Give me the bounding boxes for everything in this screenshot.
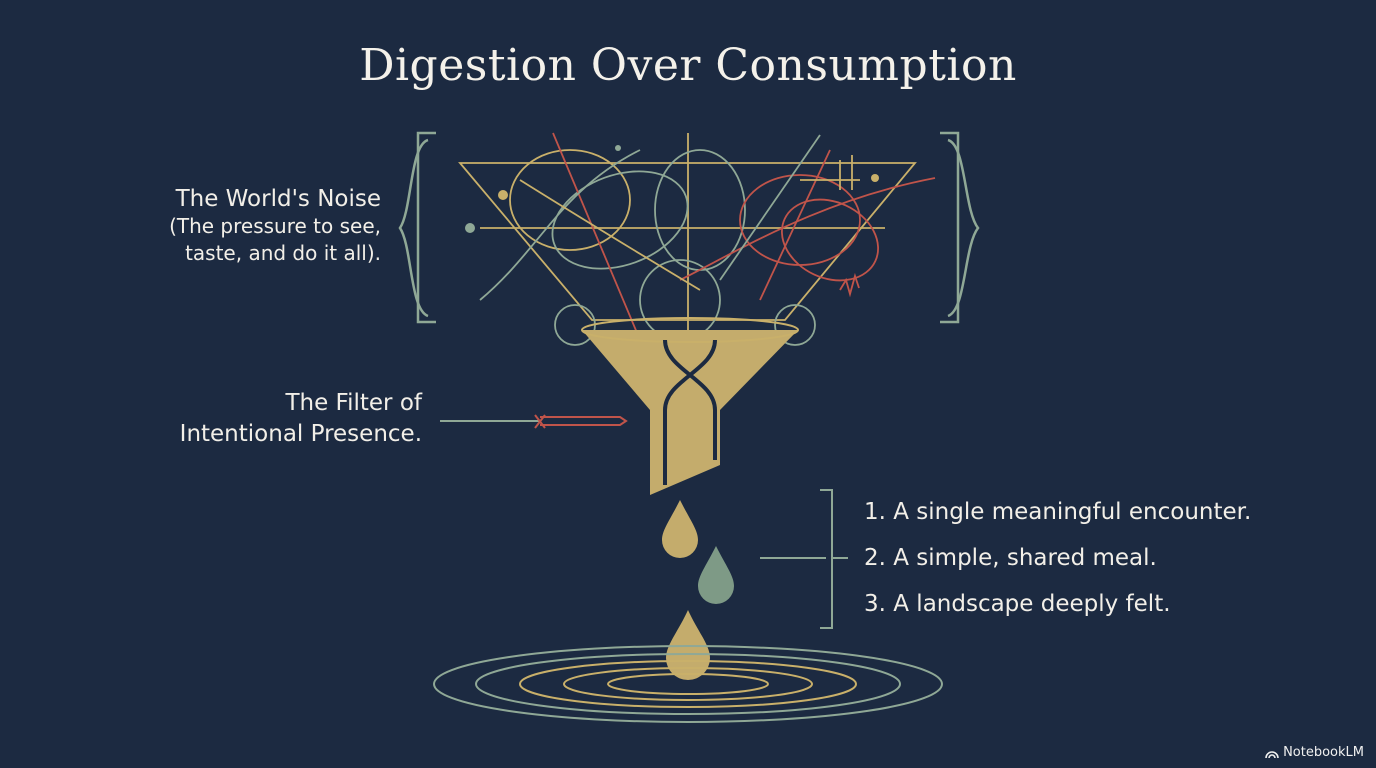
- drops-icon: [662, 500, 734, 680]
- page-title: Digestion Over Consumption: [359, 40, 1017, 91]
- noise-heading: The World's Noise: [175, 186, 381, 212]
- ripples-icon: [433, 645, 943, 723]
- outcome-item: 2. A simple, shared meal.: [864, 545, 1157, 571]
- outcomes-list: 1. A single meaningful encounter. 2. A s…: [864, 496, 1251, 634]
- notebooklm-logo-icon: [1265, 750, 1279, 758]
- noise-label: The World's Noise (The pressure to see, …: [169, 186, 381, 267]
- outcome-item: 3. A landscape deeply felt.: [864, 591, 1171, 617]
- filter-line: The Filter of: [285, 390, 422, 416]
- left-brace-icon: [398, 131, 436, 324]
- funnel-icon: [581, 317, 799, 495]
- noise-sub-line: (The pressure to see,: [169, 214, 381, 238]
- notebooklm-brand: NotebookLM: [1265, 745, 1364, 760]
- outcomes-brace-icon: [760, 489, 848, 629]
- filter-arrow-icon: [440, 414, 628, 429]
- brand-label: NotebookLM: [1283, 745, 1364, 760]
- filter-line: Intentional Presence.: [179, 421, 422, 447]
- noise-scribbles: [458, 132, 936, 346]
- outcome-item: 1. A single meaningful encounter.: [864, 499, 1252, 525]
- right-brace-icon: [940, 131, 980, 324]
- filter-label: The Filter of Intentional Presence.: [180, 388, 422, 450]
- noise-sub-line: taste, and do it all).: [185, 241, 381, 265]
